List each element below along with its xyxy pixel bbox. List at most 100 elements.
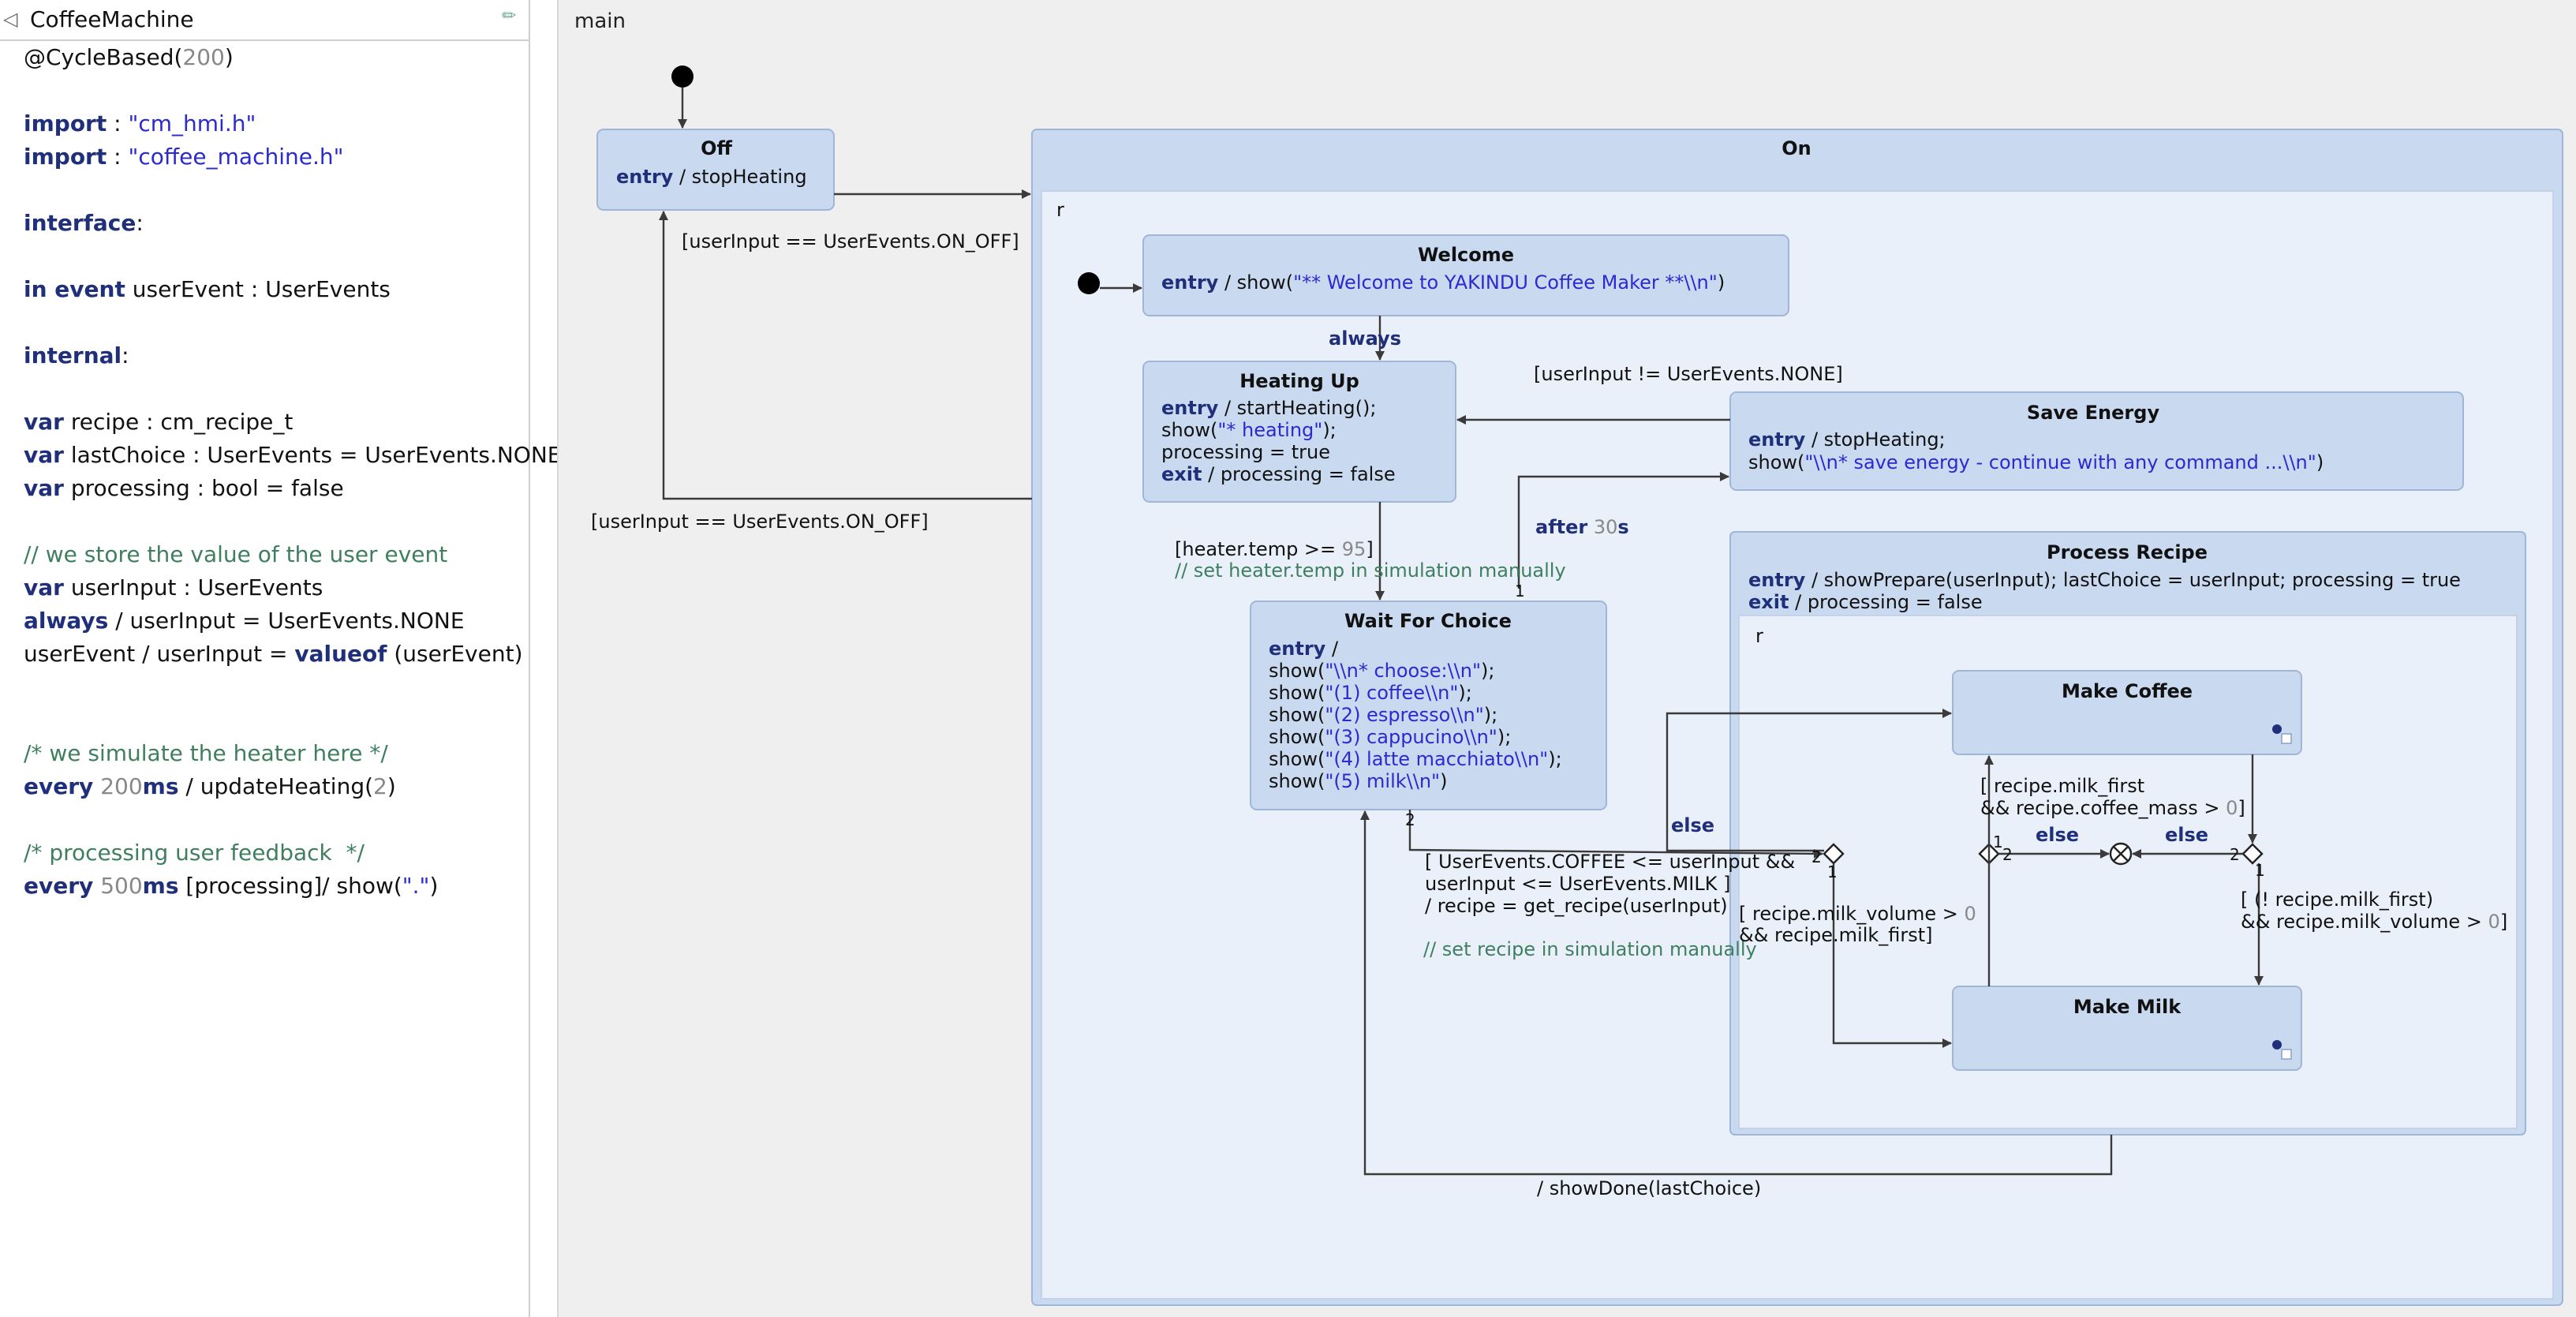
code-line[interactable]: internal: [24,339,561,372]
transition-label-make-coffee-guard[interactable]: [ recipe.milk_first [1980,775,2144,797]
state-off-body: entry / stopHeating [616,166,807,188]
definition-code-editor[interactable]: @CycleBased(200) import : "cm_hmi.h"impo… [24,41,561,903]
text-token: 0 [2488,911,2500,933]
text-token: 0 [1964,903,1976,925]
choice-node-3[interactable] [2241,843,2264,865]
code-line[interactable] [24,372,561,406]
exit-node-icon[interactable] [2109,842,2133,866]
transition-label-not-milk-first-2[interactable]: && recipe.milk_volume > 0] [2241,911,2507,933]
state-name-heating-up: Heating Up [1239,370,1359,392]
text-token: "\\n* choose:\\n" [1325,660,1481,682]
text-token: "(3) cappucino\\n" [1325,726,1497,748]
code-line[interactable] [24,74,561,107]
statechart-diagram[interactable]: Off On Welcome Heating Up Save Energy Wa… [559,0,2576,1317]
statechart-name[interactable]: CoffeeMachine [30,6,194,32]
code-token: : [122,342,129,369]
text-line: && recipe.milk_volume > 0] [2241,911,2507,933]
transition-label-off-to-on[interactable]: [userInput == UserEvents.ON_OFF] [682,230,1019,253]
state-welcome-body: entry / show("** Welcome to YAKINDU Coff… [1161,271,1725,294]
code-line[interactable]: always / userInput = UserEvents.NONE [24,604,561,638]
code-line[interactable] [24,174,561,207]
code-token: "cm_hmi.h" [128,110,256,137]
transition-label-else-1[interactable]: else [1671,814,1714,836]
text-line: [userInput == UserEvents.ON_OFF] [591,511,929,533]
code-line[interactable]: @CycleBased(200) [24,41,561,74]
code-line[interactable] [24,803,561,836]
pin-icon[interactable]: ✏ [502,6,517,26]
text-token: else [2036,824,2079,846]
transition-label-else-2[interactable]: else [2036,824,2079,846]
transitions[interactable] [659,88,2264,1176]
code-line[interactable]: import : "coffee_machine.h" [24,140,561,174]
transition-label-heater-comment[interactable]: // set heater.temp in simulation manuall… [1175,559,1566,582]
collapse-icon[interactable]: ◁ [3,8,18,30]
code-line[interactable]: var recipe : cm_recipe_t [24,406,561,439]
code-token: ms [142,773,179,799]
text-token: 0 [2226,797,2238,819]
code-line[interactable]: every 200ms / updateHeating(2) [24,770,561,803]
code-token: var [24,409,64,435]
code-token: / updateHeating( [178,773,374,799]
code-line[interactable] [24,671,561,704]
text-token: entry [1748,569,1806,591]
state-welcome[interactable] [1142,234,1789,316]
transition-label-else-3[interactable]: else [2165,824,2208,846]
state-off[interactable] [596,129,835,211]
code-line[interactable] [24,240,561,273]
text-token: && recipe.coffee_mass > [1980,797,2226,819]
initial-state-main[interactable] [671,65,694,88]
code-line[interactable] [24,306,561,339]
code-token: : [136,210,144,236]
code-line[interactable]: userEvent / userInput = valueof (userEve… [24,638,561,671]
code-line[interactable] [24,505,561,538]
code-line[interactable]: var processing : bool = false [24,472,561,505]
state-save-energy[interactable] [1729,391,2464,491]
text-token: ] [2500,911,2507,933]
transition-label-recipe-comment[interactable]: // set recipe in simulation manually [1423,938,1757,960]
transition-label-on-to-off[interactable]: [userInput == UserEvents.ON_OFF] [591,511,929,533]
diagram-canvas[interactable]: main Off On Welcome Heating Up [557,0,2576,1317]
text-token: ); [1548,748,1561,770]
code-line[interactable]: in event userEvent : UserEvents [24,273,561,306]
text-line: // set recipe in simulation manually [1423,938,1757,960]
state-make-coffee[interactable] [1952,670,2302,755]
text-token: ); [1322,419,1336,441]
code-line[interactable]: var lastChoice : UserEvents = UserEvents… [24,439,561,472]
code-line[interactable]: every 500ms [processing]/ show(".") [24,870,561,903]
text-line: // set heater.temp in simulation manuall… [1175,559,1566,582]
transition-label-choice-guard[interactable]: [ UserEvents.COFFEE <= userInput && [1425,851,1795,873]
initial-state-on[interactable] [1078,272,1100,294]
text-line: / showDone(lastChoice) [1537,1177,1761,1199]
code-line[interactable]: /* processing user feedback */ [24,836,561,870]
code-line[interactable]: // we store the value of the user event [24,538,561,571]
text-token: && recipe.milk_first] [1739,924,1933,946]
state-make-milk[interactable] [1952,986,2302,1071]
state-wait-for-choice[interactable] [1250,601,1607,810]
transition-label-make-coffee-guard-2[interactable]: && recipe.coffee_mass > 0] [1980,797,2245,819]
text-token: / show( [1218,271,1293,294]
transition-label-after-30s[interactable]: after 30s [1535,516,1629,538]
code-token: userInput : UserEvents [63,574,323,601]
transition-label-not-milk-first[interactable]: [ (! recipe.milk_first) [2241,889,2433,911]
text-token: always [1329,327,1401,350]
code-line[interactable]: import : "cm_hmi.h" [24,107,561,140]
text-token: ] [1366,538,1373,560]
transition-label-milk-volume[interactable]: [ recipe.milk_volume > 0 [1739,903,1976,925]
transition-label-milk-first[interactable]: && recipe.milk_first] [1739,924,1933,946]
code-token: userEvent : UserEvents [125,276,391,302]
state-heating-up[interactable] [1142,361,1456,503]
transition-label-to-heating[interactable]: [userInput != UserEvents.NONE] [1534,363,1843,385]
code-line[interactable]: /* we simulate the heater here */ [24,737,561,770]
code-line[interactable]: interface: [24,207,561,240]
transition-label-heater-temp[interactable]: [heater.temp >= 95] [1175,538,1374,560]
text-token: // set heater.temp in simulation manuall… [1175,559,1566,582]
transition-label-show-done[interactable]: / showDone(lastChoice) [1537,1177,1761,1199]
code-line[interactable] [24,704,561,737]
transition-label-choice-guard-2[interactable]: userInput <= UserEvents.MILK ] [1425,873,1730,895]
transition-label-always[interactable]: always [1329,327,1401,350]
code-line[interactable]: var userInput : UserEvents [24,571,561,604]
text-line: entry / stopHeating; [1748,428,1946,451]
code-token: ms [142,873,179,899]
priority-label: 1 [2255,861,2265,880]
transition-label-choice-action[interactable]: / recipe = get_recipe(userInput) [1425,895,1728,917]
